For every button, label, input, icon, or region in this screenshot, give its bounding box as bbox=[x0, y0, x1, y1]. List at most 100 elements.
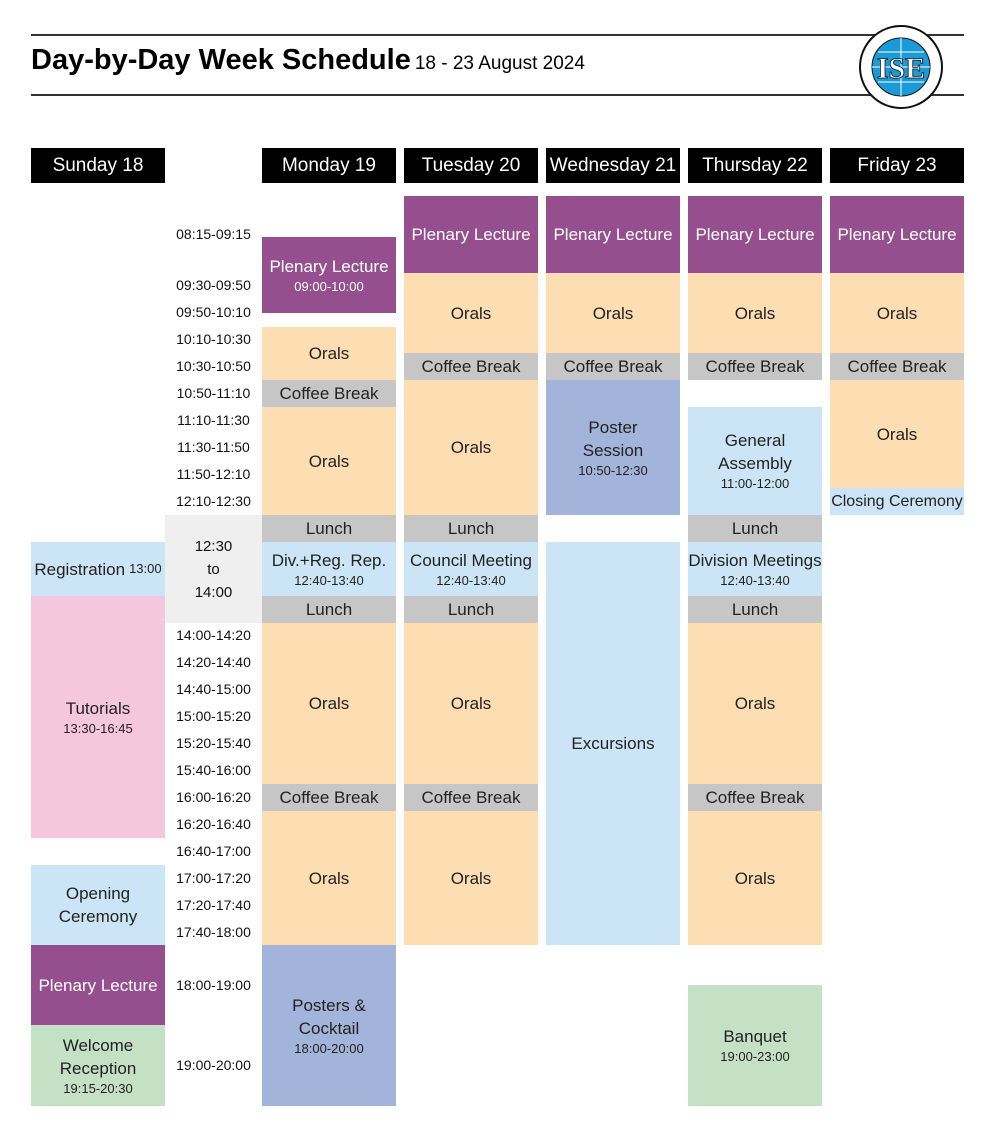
day-header: Thursday 22 bbox=[688, 148, 822, 183]
event-title: Orals bbox=[450, 438, 492, 457]
event-orals: Orals bbox=[262, 623, 396, 784]
event-title: Plenary Lecture bbox=[837, 225, 957, 244]
event-time: 12:40-13:40 bbox=[294, 572, 364, 588]
event-orals: Orals bbox=[262, 327, 396, 380]
event-title: General Assembly bbox=[718, 431, 792, 473]
day-header: Wednesday 21 bbox=[546, 148, 680, 183]
event-title: Plenary Lecture bbox=[695, 225, 815, 244]
event-title: Plenary Lecture bbox=[553, 225, 673, 244]
event-title: Lunch bbox=[731, 519, 779, 538]
time-label: 11:30-11:50 bbox=[177, 439, 250, 455]
event-title: Lunch bbox=[305, 600, 353, 619]
event-title: Coffee Break bbox=[847, 357, 947, 376]
event-poster: Posters & Cocktail 18:00-20:00 bbox=[262, 945, 396, 1106]
event-title: Lunch bbox=[447, 600, 495, 619]
event-orals: Orals bbox=[830, 380, 964, 488]
event-title: Orals bbox=[308, 451, 350, 471]
event-break: Coffee Break bbox=[262, 380, 396, 407]
event-title: Coffee Break bbox=[279, 384, 379, 403]
event-title: Orals bbox=[734, 694, 776, 713]
time-label: 11:10-11:30 bbox=[177, 412, 250, 428]
event-break: Coffee Break bbox=[262, 784, 396, 811]
bottom-rule bbox=[31, 94, 964, 96]
event-break: Lunch bbox=[688, 515, 822, 542]
lunch-time-slot: 12:30 to 14:00 bbox=[165, 515, 262, 623]
event-time: 13:00 bbox=[129, 561, 162, 576]
event-title: Orals bbox=[734, 868, 776, 888]
event-title: Lunch bbox=[447, 519, 495, 538]
event-orals: Orals bbox=[688, 811, 822, 945]
event-title: Orals bbox=[450, 868, 492, 888]
time-label: 17:00-17:20 bbox=[176, 870, 251, 886]
event-title: Plenary Lecture bbox=[269, 256, 389, 276]
time-label: 19:00-20:00 bbox=[176, 1057, 251, 1073]
event-title: Orals bbox=[308, 694, 350, 713]
event-title: Welcome Reception bbox=[59, 1035, 137, 1078]
event-break: Coffee Break bbox=[688, 353, 822, 380]
event-title: Excursions bbox=[571, 734, 655, 753]
time-label: 16:00-16:20 bbox=[176, 789, 251, 805]
title-text: Day-by-Day Week Schedule bbox=[31, 44, 411, 76]
event-title: Orals bbox=[876, 303, 918, 323]
event-title: Closing Ceremony bbox=[831, 493, 963, 510]
event-title: Lunch bbox=[305, 519, 353, 538]
event-time: 19:00-23:00 bbox=[720, 1049, 790, 1064]
event-plenary: Plenary Lecture bbox=[31, 945, 165, 1025]
time-label: 10:50-11:10 bbox=[176, 385, 251, 401]
time-label: 17:20-17:40 bbox=[176, 897, 251, 913]
event-break: Coffee Break bbox=[404, 784, 538, 811]
event-title: Orals bbox=[450, 694, 492, 713]
event-title: Posters & Cocktail bbox=[292, 995, 366, 1038]
event-title: Coffee Break bbox=[563, 357, 663, 376]
event-meeting: Closing Ceremony bbox=[830, 488, 964, 515]
event-break: Lunch bbox=[262, 596, 396, 623]
ise-logo-icon: ISE bbox=[859, 25, 943, 109]
event-time: 13:30-16:45 bbox=[63, 720, 133, 736]
time-label: 14:00-14:20 bbox=[176, 627, 251, 643]
event-orals: Orals bbox=[404, 811, 538, 945]
event-title: Orals bbox=[592, 303, 634, 323]
event-title: Div.+Reg. Rep. bbox=[271, 550, 387, 570]
top-rule bbox=[31, 34, 964, 36]
event-break: Coffee Break bbox=[404, 353, 538, 380]
time-label: 18:00-19:00 bbox=[176, 977, 251, 993]
event-time: 12:40-13:40 bbox=[720, 572, 790, 588]
time-label: 14:20-14:40 bbox=[176, 654, 251, 670]
event-break: Lunch bbox=[688, 596, 822, 623]
lunch-to: 14:00 bbox=[194, 583, 233, 601]
event-title: Opening Ceremony bbox=[58, 884, 138, 926]
event-social: Welcome Reception 19:15-20:30 bbox=[31, 1025, 165, 1106]
event-orals: Orals bbox=[830, 273, 964, 353]
event-time: 18:00-20:00 bbox=[294, 1040, 364, 1056]
event-orals: Orals bbox=[404, 380, 538, 515]
date-range: 18 - 23 August 2024 bbox=[414, 53, 585, 74]
event-title: Plenary Lecture bbox=[411, 225, 531, 244]
day-header: Friday 23 bbox=[830, 148, 964, 183]
time-label: 14:40-15:00 bbox=[176, 681, 251, 697]
event-orals: Orals bbox=[546, 273, 680, 353]
time-label: 12:10-12:30 bbox=[176, 493, 251, 509]
event-title: Banquet bbox=[723, 1027, 787, 1046]
event-title: Orals bbox=[734, 303, 776, 323]
lunch-from: 12:30 bbox=[194, 537, 233, 555]
time-label: 09:30-09:50 bbox=[176, 277, 251, 293]
event-time: 19:15-20:30 bbox=[63, 1080, 133, 1096]
event-title: Coffee Break bbox=[705, 357, 805, 376]
event-title: Registration bbox=[34, 559, 126, 579]
event-plenary: Plenary Lecture bbox=[830, 196, 964, 273]
event-break: Coffee Break bbox=[830, 353, 964, 380]
event-title: Orals bbox=[308, 868, 350, 888]
event-title: Coffee Break bbox=[705, 788, 805, 807]
event-break: Coffee Break bbox=[688, 784, 822, 811]
event-orals: Orals bbox=[688, 273, 822, 353]
event-orals: Orals bbox=[262, 811, 396, 945]
time-label: 10:10-10:30 bbox=[176, 331, 251, 347]
lunch-to-word: to bbox=[207, 560, 220, 578]
time-label: 16:20-16:40 bbox=[176, 816, 251, 832]
